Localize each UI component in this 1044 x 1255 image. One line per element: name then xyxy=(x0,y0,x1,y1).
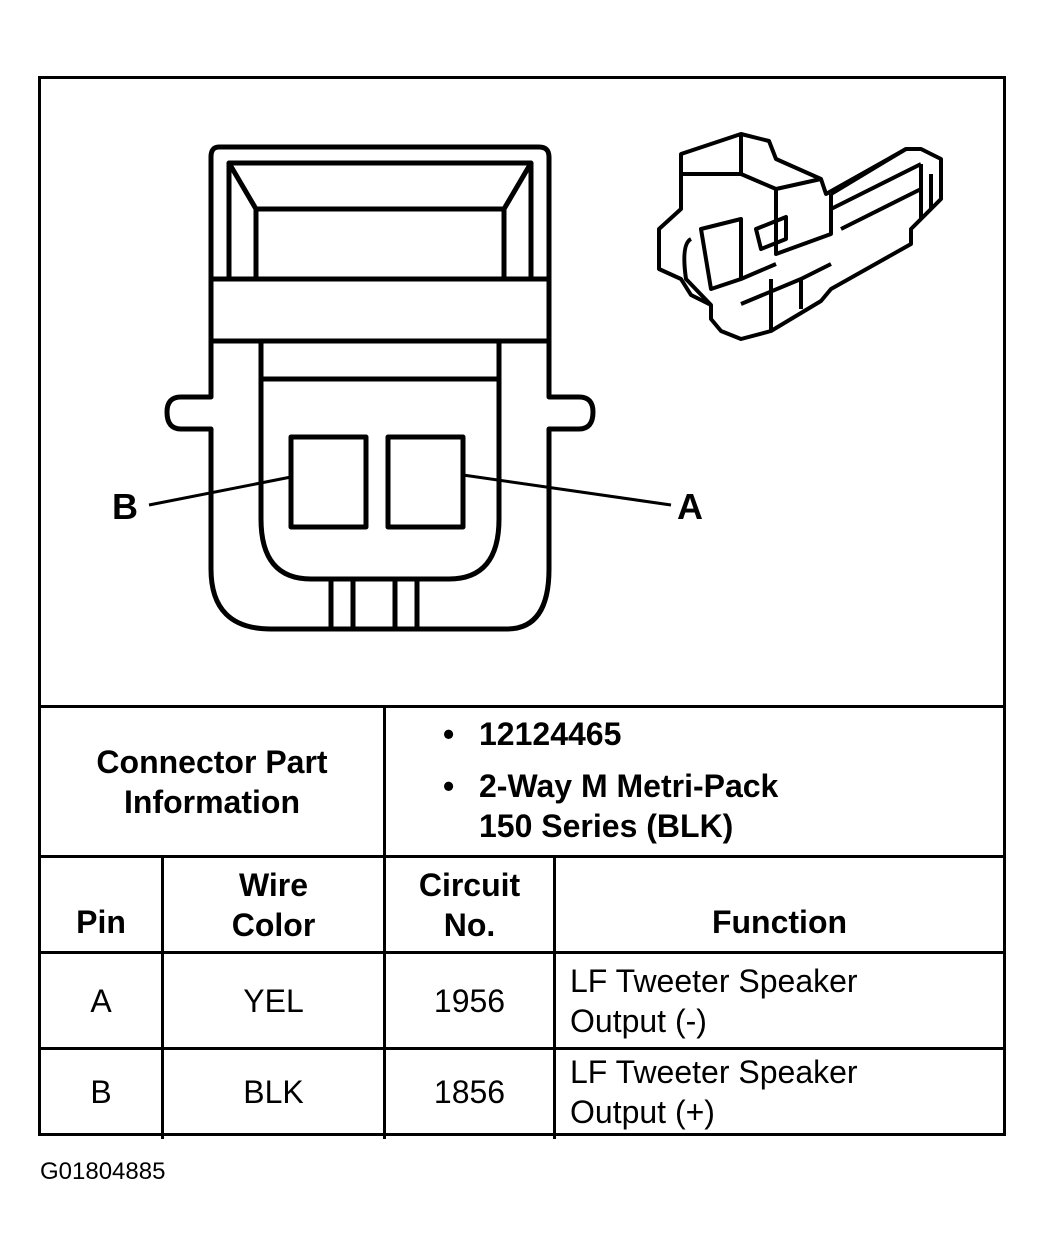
table-rule-row2 xyxy=(41,1047,1003,1050)
row-a-function: LF Tweeter Speaker Output (-) xyxy=(570,962,858,1039)
bullet-1: • xyxy=(443,716,455,752)
connector-info-label-line1: Connector Part xyxy=(96,743,328,780)
pin-a-leader xyxy=(462,473,672,507)
pin-a-label: A xyxy=(677,486,703,527)
pin-b-leader xyxy=(148,475,292,507)
table-rule-row1 xyxy=(41,951,1003,954)
connector-info-list: • 12124465 • 2-Way M Metri-Pack 150 Seri… xyxy=(443,714,778,846)
connector-info-label: Connector Part Information xyxy=(41,708,383,855)
connector-description-line1: 2-Way M Metri-Pack xyxy=(479,768,779,804)
connector-inner-top xyxy=(226,160,534,282)
row-b-color: BLK xyxy=(243,1073,304,1110)
table-rule-header xyxy=(41,855,1003,858)
header-function: Function xyxy=(711,904,848,940)
pin-b-cavity xyxy=(288,434,369,530)
table-col-divider-circuit xyxy=(553,855,556,1139)
row-a-circuit: 1956 xyxy=(433,982,506,1019)
table-col-divider-pin xyxy=(161,855,164,1139)
info-item-description: • 2-Way M Metri-Pack 150 Series (BLK) xyxy=(443,766,778,846)
pin-b-label: B xyxy=(112,486,138,527)
figure-code: G01804885 xyxy=(40,1158,166,1185)
diagram-frame: B A Connector Part Information xyxy=(38,76,1006,1139)
part-number: 12124465 xyxy=(479,716,622,752)
connector-3d-view xyxy=(657,132,943,341)
connector-face-outline xyxy=(164,144,596,632)
connector-description-line2: 150 Series (BLK) xyxy=(479,808,734,844)
info-item-part-number: • 12124465 xyxy=(443,714,778,754)
header-circuit-no: Circuit No. xyxy=(418,867,521,943)
connector-diagram xyxy=(148,132,943,632)
bullet-2: • xyxy=(443,768,455,804)
connector-description: 2-Way M Metri-Pack 150 Series (BLK) xyxy=(479,766,778,846)
connector-info-label-line2: Information xyxy=(124,783,300,820)
table-rule-top xyxy=(41,705,1003,708)
row-b-pin: B xyxy=(90,1073,112,1110)
header-wire-color: Wire Color xyxy=(231,867,316,943)
row-a-color: YEL xyxy=(243,982,304,1019)
row-a-pin: A xyxy=(90,982,112,1019)
row-b-function: LF Tweeter Speaker Output (+) xyxy=(570,1053,858,1130)
header-pin: Pin xyxy=(76,904,126,940)
pin-a-cavity xyxy=(385,434,466,530)
table-col-divider-info xyxy=(383,705,386,1139)
row-b-circuit: 1856 xyxy=(433,1073,506,1110)
connector-inner-well xyxy=(258,379,502,582)
